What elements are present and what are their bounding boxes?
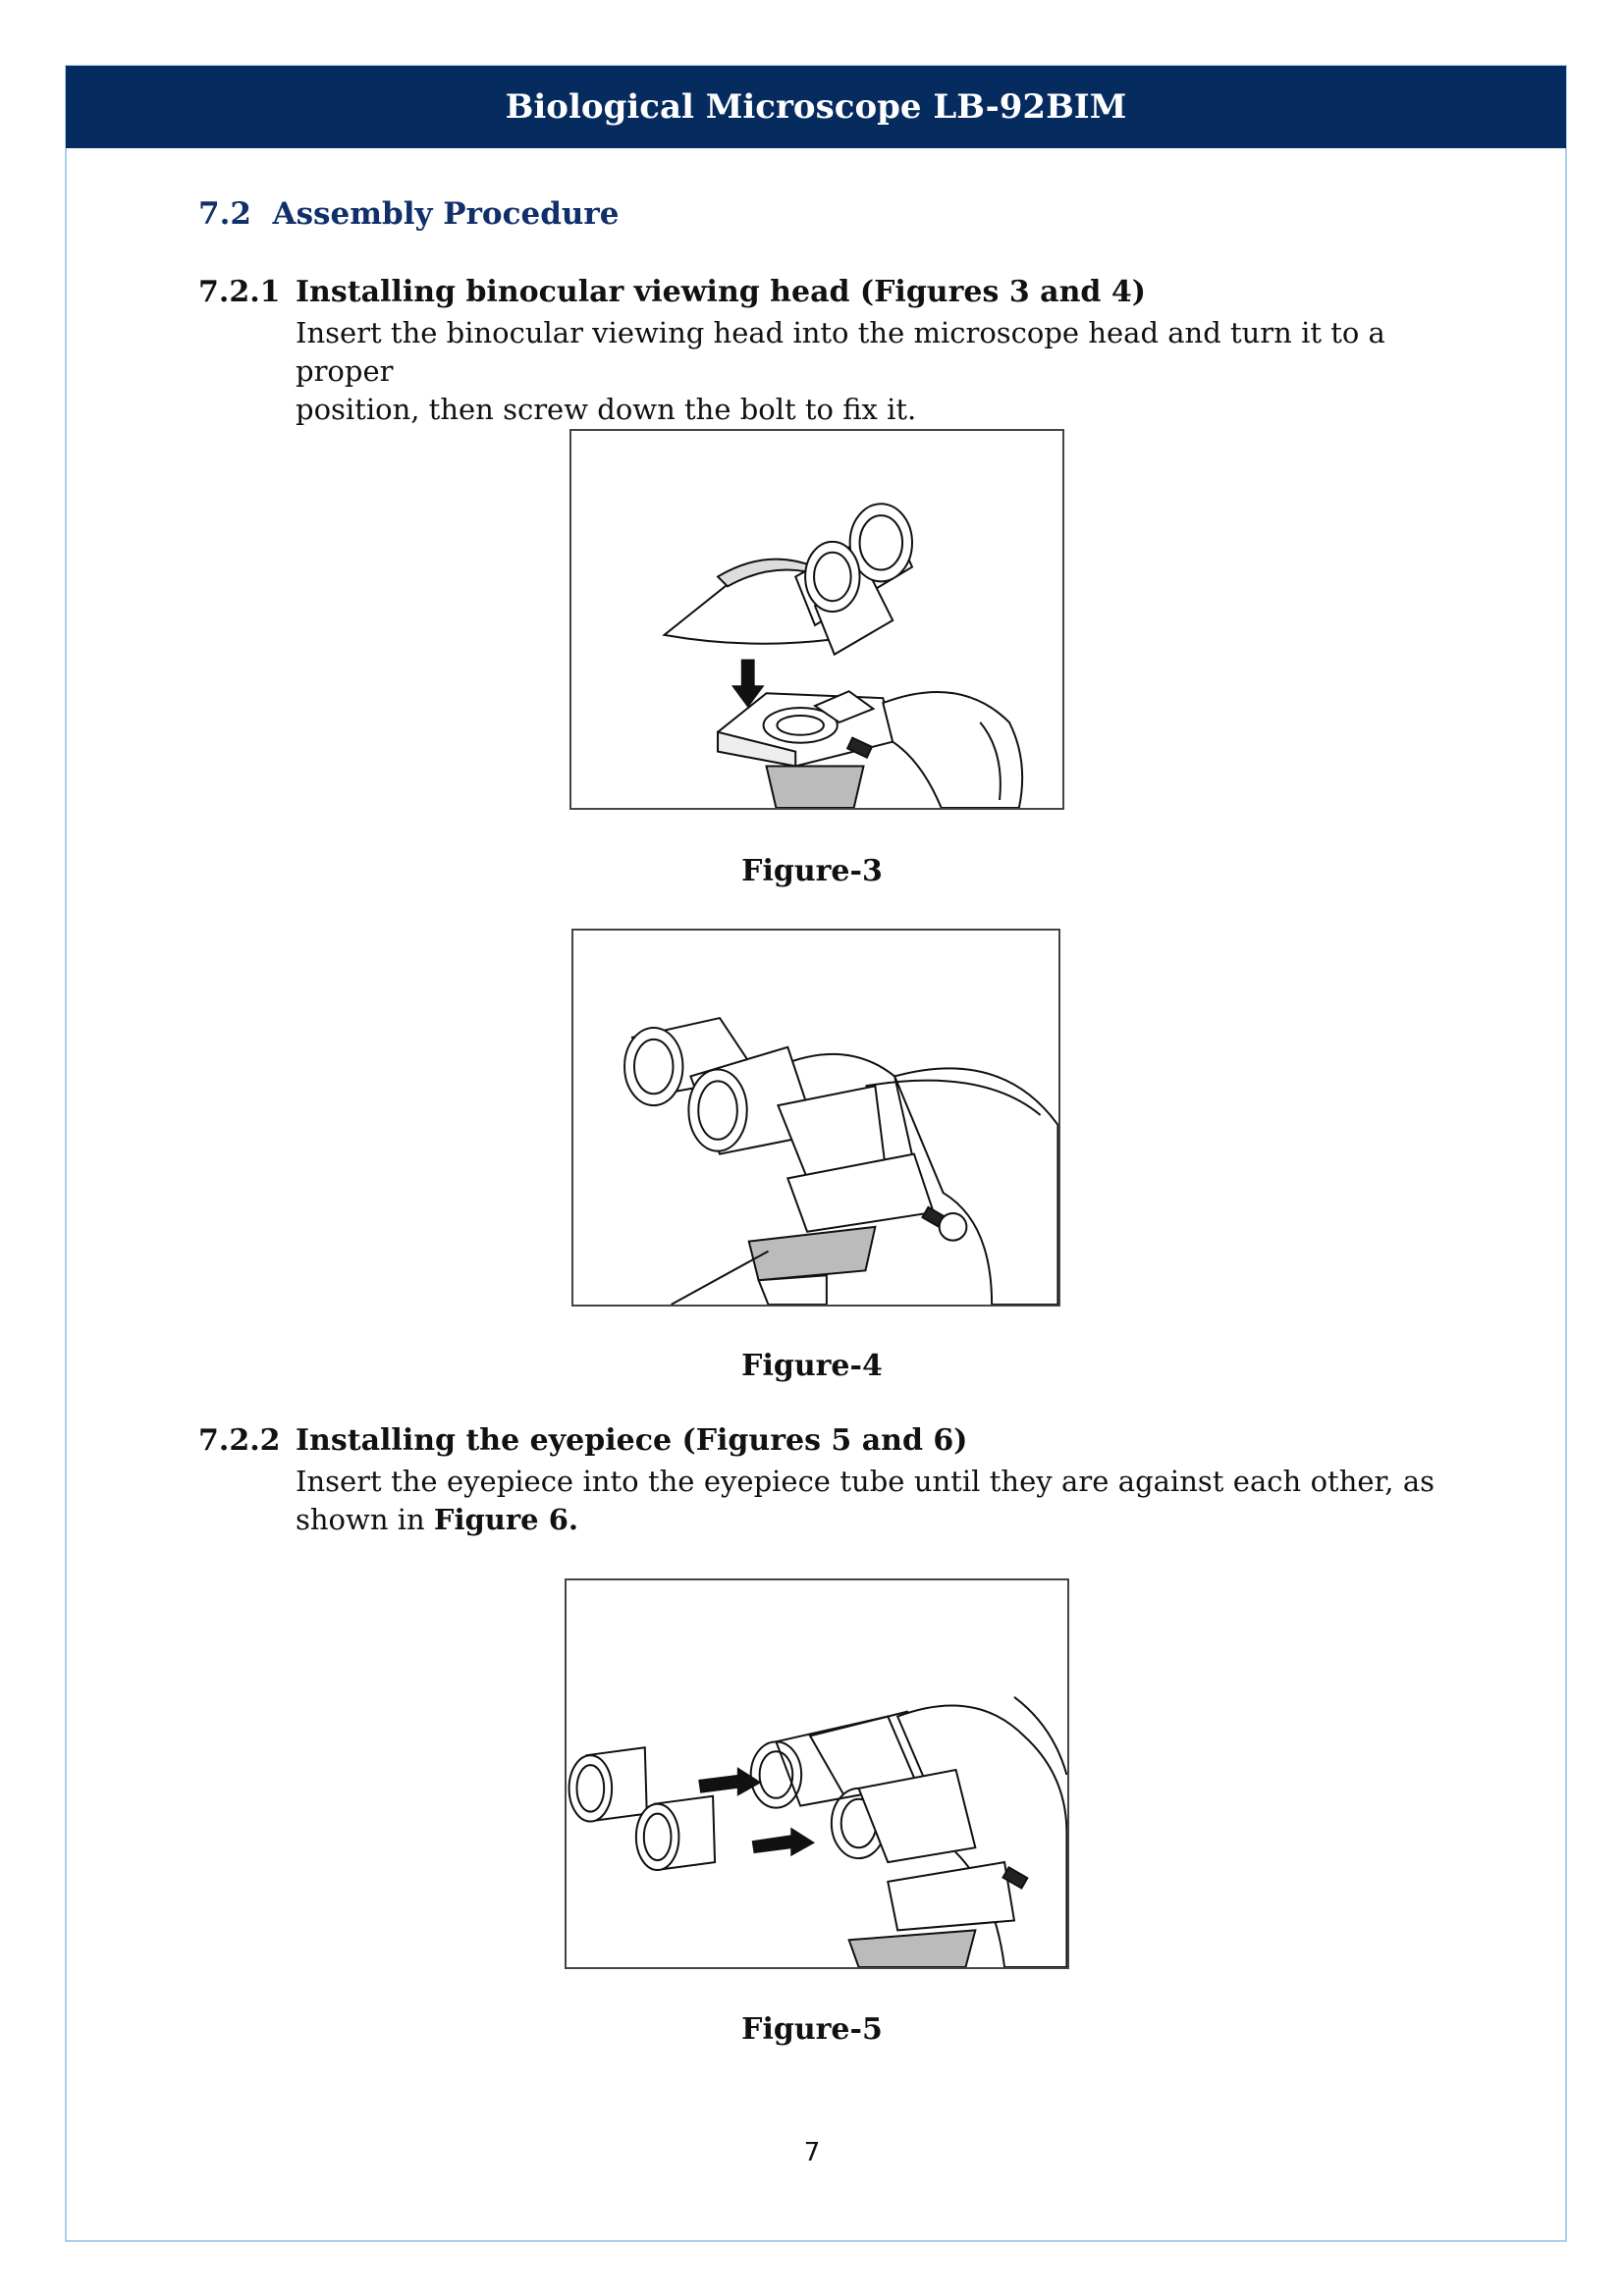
figure-5-illustration xyxy=(565,1578,1069,1969)
subsection-7-2-1-body: Insert the binocular viewing head into t… xyxy=(296,314,1435,429)
section-number: 7.2 xyxy=(198,196,251,232)
section-title: Assembly Procedure xyxy=(272,196,620,232)
figure-3-caption: Figure-3 xyxy=(741,854,883,888)
microscope-head-install-drawing xyxy=(571,431,1062,808)
body-text: shown in xyxy=(296,1503,434,1536)
subsection-7-2-2-body: Insert the eyepiece into the eyepiece tu… xyxy=(296,1463,1435,1539)
figure-5-caption: Figure-5 xyxy=(741,2012,883,2047)
subsection-number: 7.2.1 xyxy=(198,275,281,309)
figure-3-illustration xyxy=(569,429,1064,810)
body-line: Insert the eyepiece into the eyepiece tu… xyxy=(296,1465,1435,1498)
body-line: position, then screw down the bolt to fi… xyxy=(296,393,917,426)
microscope-head-installed-drawing xyxy=(573,931,1058,1305)
subsection-title: Installing binocular viewing head (Figur… xyxy=(296,275,1146,309)
page-number: 7 xyxy=(803,2138,821,2167)
subsection-number: 7.2.2 xyxy=(198,1423,281,1458)
body-line: Insert the binocular viewing head into t… xyxy=(296,316,1385,388)
body-line-2: shown in Figure 6. xyxy=(296,1501,1435,1539)
figure-4-illustration xyxy=(571,929,1060,1307)
document-header-banner: Biological Microscope LB-92BIM xyxy=(66,66,1566,148)
figure-reference: Figure 6. xyxy=(433,1503,578,1536)
eyepiece-insertion-drawing xyxy=(567,1580,1067,1967)
figure-4-caption: Figure-4 xyxy=(741,1349,883,1383)
section-heading: 7.2 Assembly Procedure xyxy=(198,196,619,232)
subsection-heading-7-2-2: 7.2.2 Installing the eyepiece (Figures 5 … xyxy=(198,1423,967,1458)
document-title: Biological Microscope LB-92BIM xyxy=(505,87,1127,127)
subsection-title: Installing the eyepiece (Figures 5 and 6… xyxy=(296,1423,968,1458)
subsection-heading-7-2-1: 7.2.1 Installing binocular viewing head (… xyxy=(198,275,1146,309)
